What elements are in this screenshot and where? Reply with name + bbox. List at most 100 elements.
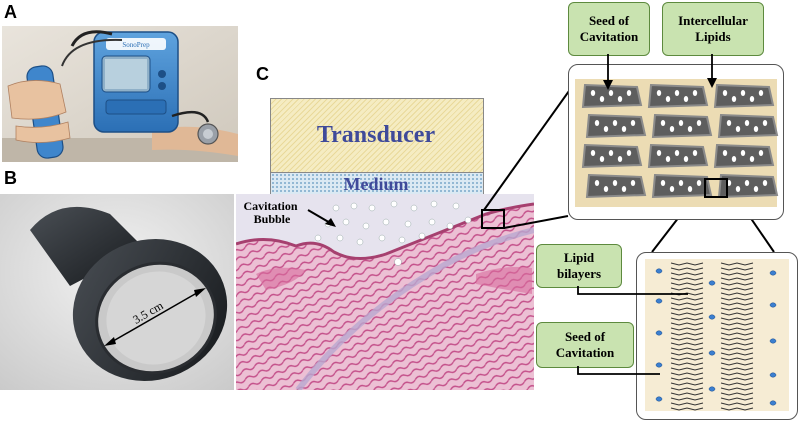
- corneocyte: [717, 173, 779, 199]
- corneocyte: [713, 83, 775, 109]
- lipid-molecule: [670, 382, 704, 386]
- panel-c-letter: C: [256, 64, 269, 84]
- lipid-molecule: [670, 312, 704, 316]
- cavitation-seed: [590, 150, 596, 156]
- cavitation-seed: [660, 180, 666, 186]
- lipid-molecule: [670, 267, 704, 271]
- cavitation-seed: [678, 180, 684, 186]
- cavitation-seed: [603, 126, 609, 132]
- cavitation-seed: [753, 126, 759, 132]
- callout-seed-bottom: Seed of Cavitation: [536, 322, 634, 368]
- cavitation-seed: [735, 186, 741, 192]
- lipid-molecule: [720, 327, 754, 331]
- lipid-molecule: [720, 322, 754, 326]
- device-photo: SonoPrep: [2, 26, 238, 162]
- cavitation-seed: [692, 90, 698, 96]
- lipid-molecule: [670, 377, 704, 381]
- cavitation-seed: [683, 96, 689, 102]
- lipid-molecule: [720, 332, 754, 336]
- cavitation-seed: [762, 180, 768, 186]
- cavitation-seed: [603, 186, 609, 192]
- cavitation-seed: [655, 362, 663, 368]
- cavitation-seed: [655, 298, 663, 304]
- cavitation-seed: [735, 126, 741, 132]
- cavitation-seed: [731, 96, 737, 102]
- lipid-molecule: [670, 302, 704, 306]
- lipid-molecule: [670, 347, 704, 351]
- lipid-molecule: [720, 302, 754, 306]
- lipid-molecule: [720, 337, 754, 341]
- cavitation-seed: [599, 96, 605, 102]
- corneocyte: [651, 173, 713, 199]
- cavitation-seed: [749, 96, 755, 102]
- callout-lipid-bilayers: Lipid bilayers: [536, 244, 622, 288]
- lipid-molecule: [670, 262, 704, 266]
- cavitation-seed: [740, 150, 746, 156]
- cavitation-seed: [665, 96, 671, 102]
- corneocyte: [647, 83, 709, 109]
- stratum-corneum-view: [568, 64, 784, 220]
- lipid-molecule: [720, 397, 754, 401]
- lipid-molecule: [670, 277, 704, 281]
- cavitation-seed: [626, 90, 632, 96]
- lipid-molecule: [670, 317, 704, 321]
- cavitation-seed: [660, 120, 666, 126]
- lipid-molecule: [720, 277, 754, 281]
- lipid-bilayer-view: [636, 252, 798, 420]
- lipid-molecule: [720, 362, 754, 366]
- lipid-molecule: [670, 327, 704, 331]
- lipid-molecule: [670, 307, 704, 311]
- lipid-molecule: [720, 387, 754, 391]
- lipid-molecule: [670, 272, 704, 276]
- lipid-molecule: [670, 407, 704, 411]
- cavitation-seed: [674, 90, 680, 96]
- corneocyte: [647, 143, 709, 169]
- cavitation-seed: [617, 96, 623, 102]
- lipid-molecule: [720, 392, 754, 396]
- cavitation-seed: [621, 186, 627, 192]
- bubble-label: Cavitation Bubble: [244, 199, 301, 226]
- lipid-molecule: [670, 397, 704, 401]
- cavitation-seed: [769, 302, 777, 308]
- cavitation-seed: [626, 150, 632, 156]
- cavitation-seed: [669, 126, 675, 132]
- cavitation-seed: [665, 156, 671, 162]
- cavitation-seed: [722, 150, 728, 156]
- cavitation-seed: [769, 372, 777, 378]
- lipid-molecule: [670, 357, 704, 361]
- cavitation-seed: [749, 156, 755, 162]
- cavitation-seed: [726, 120, 732, 126]
- lipid-molecule: [670, 392, 704, 396]
- lipid-molecule: [720, 402, 754, 406]
- cavitation-seed: [744, 120, 750, 126]
- cavitation-seed: [608, 150, 614, 156]
- lipid-molecule: [720, 272, 754, 276]
- cavitation-seed: [599, 156, 605, 162]
- cavitation-seed: [708, 386, 716, 392]
- corneocyte: [585, 173, 647, 199]
- cavitation-seed: [630, 120, 636, 126]
- lipid-molecule: [670, 282, 704, 286]
- cavitation-seed: [708, 280, 716, 286]
- cavitation-seed: [769, 270, 777, 276]
- corneocyte: [651, 113, 713, 139]
- medium-label: Medium: [343, 174, 409, 194]
- lipid-molecule: [720, 352, 754, 356]
- brand-text: SonoPrep: [122, 41, 150, 49]
- lipid-molecule: [670, 352, 704, 356]
- lipid-molecule: [720, 312, 754, 316]
- cavitation-seed: [762, 120, 768, 126]
- cavitation-seed: [708, 350, 716, 356]
- cavitation-seed: [655, 330, 663, 336]
- lipid-molecule: [720, 342, 754, 346]
- lipid-molecule: [720, 377, 754, 381]
- lipid-molecule: [720, 297, 754, 301]
- cavitation-seed: [687, 126, 693, 132]
- panel-b-letter: B: [4, 168, 17, 188]
- cavitation-seed: [769, 338, 777, 344]
- lipid-molecule: [720, 307, 754, 311]
- cavitation-seed: [656, 90, 662, 96]
- lipid-molecule: [720, 357, 754, 361]
- cavitation-seed: [740, 90, 746, 96]
